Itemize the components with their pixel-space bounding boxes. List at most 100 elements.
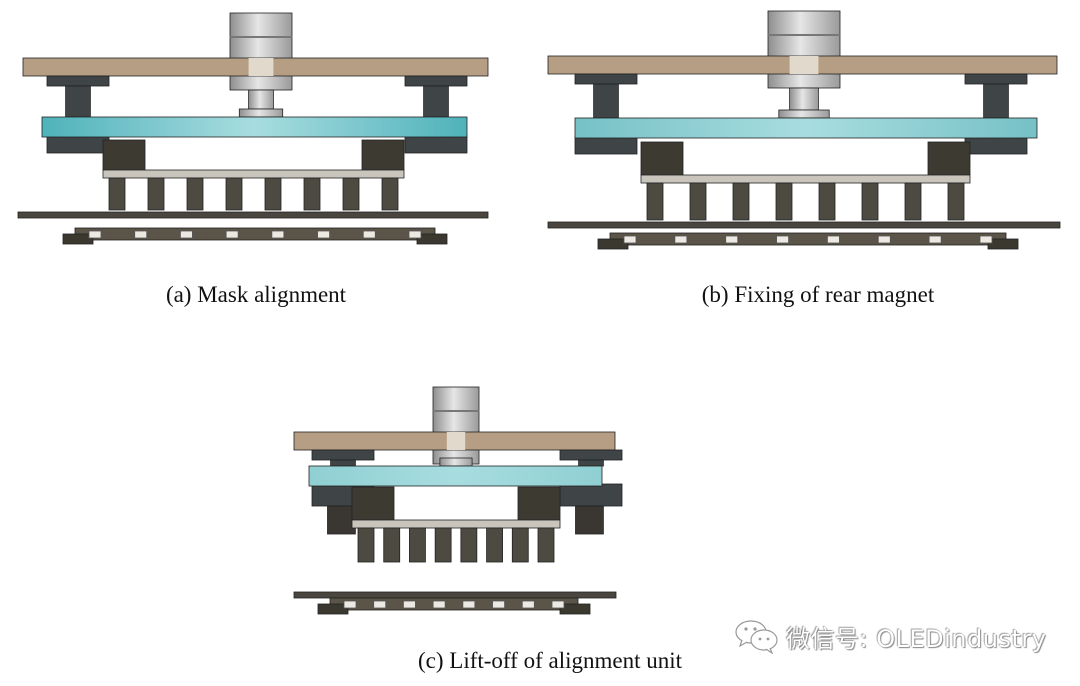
carrier-roller <box>776 235 789 244</box>
carrier-roller <box>979 235 993 244</box>
alignment-pin <box>383 527 401 563</box>
actuator-groove-line <box>433 410 479 412</box>
side-clamp-left-post <box>327 505 356 535</box>
mask-frame-bar <box>102 169 405 179</box>
alignment-pin <box>689 182 707 221</box>
substrate-carrier-body <box>609 232 1007 246</box>
caption-c: (c) Lift-off of alignment unit <box>418 648 682 673</box>
panel-a-diagram <box>17 12 489 245</box>
magnet-holder-plate <box>574 117 1038 139</box>
side-clamp-right-stem <box>423 85 449 118</box>
alignment-pin <box>225 177 243 211</box>
side-clamp-left-stem <box>593 83 619 119</box>
side-clamp-right-top <box>964 73 1028 85</box>
alignment-pin <box>537 527 555 563</box>
substrate-carrier-left-ear <box>62 233 94 245</box>
carrier-roller <box>725 235 739 244</box>
alignment-pin <box>409 527 426 563</box>
watermark: 微信号: OLEDindustry <box>734 618 1046 654</box>
carrier-roller <box>271 230 285 239</box>
carrier-roller <box>462 600 476 609</box>
side-clamp-left-stem <box>65 85 91 118</box>
mask-frame-left-block <box>640 141 684 176</box>
watermark-text: 微信号: OLEDindustry <box>786 624 1047 653</box>
alignment-pin <box>646 182 664 221</box>
actuator-body <box>767 10 841 89</box>
alignment-pin <box>511 527 529 563</box>
alignment-pin <box>303 177 321 211</box>
actuator-stem <box>248 89 274 110</box>
actuator-through-plate <box>446 432 466 450</box>
carrier-roller <box>827 235 840 244</box>
carrier-roller <box>674 235 688 244</box>
alignment-pin <box>147 177 165 211</box>
actuator-foot <box>439 457 473 467</box>
alignment-pin <box>904 182 922 221</box>
substrate-carrier-left-ear <box>317 603 349 615</box>
carrier-roller <box>403 600 416 609</box>
mask-frame-bar <box>351 519 561 529</box>
alignment-pin <box>818 182 836 221</box>
side-clamp-right-top <box>559 449 623 461</box>
substrate-carrier-right-ear <box>987 238 1019 250</box>
alignment-pin <box>342 177 360 211</box>
substrate-carrier-left-ear <box>597 238 629 250</box>
carrier-roller <box>180 230 193 239</box>
caption-b: (b) Fixing of rear magnet <box>701 282 935 307</box>
magnet-holder-plate <box>41 116 468 138</box>
carrier-roller <box>432 600 446 609</box>
carrier-roller <box>877 235 891 244</box>
carrier-roller <box>928 235 942 244</box>
carrier-roller <box>373 600 387 609</box>
side-clamp-left-bottom <box>46 134 110 154</box>
side-clamp-right-top <box>404 75 468 87</box>
alignment-pin <box>264 177 282 211</box>
substrate-carrier-right-ear <box>416 233 448 245</box>
actuator-foot <box>238 108 284 118</box>
side-clamp-right-stem <box>983 83 1009 119</box>
carrier-roller <box>88 230 102 239</box>
mask-frame-right-block <box>927 141 971 176</box>
carrier-roller <box>492 600 505 609</box>
alignment-pin <box>357 527 375 563</box>
side-clamp-left-top <box>574 73 638 85</box>
actuator-body <box>432 386 480 465</box>
actuator-groove-line <box>230 36 292 38</box>
mask-frame-bar <box>640 174 971 184</box>
carrier-roller <box>408 230 422 239</box>
carrier-roller <box>362 230 376 239</box>
actuator-foot <box>778 109 830 119</box>
mask-frame-left-block <box>351 486 395 521</box>
side-clamp-right-bottom <box>559 483 623 507</box>
actuator-stem <box>789 87 819 111</box>
alignment-pin <box>460 527 478 563</box>
actuator-groove-line <box>768 34 840 36</box>
base-plate <box>293 591 617 599</box>
substrate-carrier-right-ear <box>559 603 591 615</box>
alignment-pin <box>486 527 503 563</box>
alignment-pin <box>732 182 750 221</box>
base-plate <box>17 211 489 219</box>
mask-frame-right-block <box>517 486 561 521</box>
carrier-roller <box>225 230 239 239</box>
caption-a: (a) Mask alignment <box>165 282 347 307</box>
actuator-through-plate <box>248 58 274 76</box>
side-clamp-right-bottom <box>404 134 468 154</box>
carrier-roller <box>317 230 330 239</box>
actuator-through-plate <box>789 56 819 74</box>
actuator-body <box>229 12 293 91</box>
alignment-pin <box>186 177 204 211</box>
magnet-holder-plate <box>308 465 603 487</box>
side-clamp-right-stem <box>578 459 604 467</box>
side-clamp-left-stem <box>330 459 356 467</box>
wechat-icon <box>735 620 778 654</box>
substrate-carrier-body <box>74 227 436 241</box>
carrier-roller <box>551 600 565 609</box>
carrier-roller <box>343 600 357 609</box>
base-plate <box>547 221 1061 229</box>
panel-c-diagram <box>293 386 623 615</box>
carrier-roller <box>623 235 637 244</box>
alignment-pin <box>108 177 126 211</box>
carrier-roller <box>521 600 535 609</box>
side-clamp-left-bottom <box>574 135 638 155</box>
